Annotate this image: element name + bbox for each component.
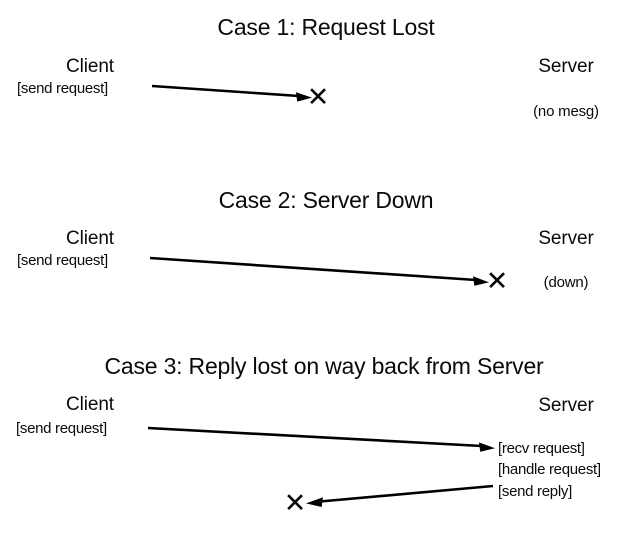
case-1-request-arrow (151, 84, 312, 102)
case-3-server-step-recv: [recv request] (498, 440, 585, 457)
case-1-title: Case 1: Request Lost (217, 14, 435, 40)
case-3-server-label: Server (538, 395, 594, 416)
case-3-reply-arrow (306, 484, 494, 507)
case-2-client-label: Client (66, 228, 114, 249)
case-2-client-action: [send request] (17, 252, 108, 269)
case-3-server-step-send-reply: [send reply] (498, 483, 572, 500)
case-2-server-label: Server (538, 228, 594, 249)
case-3-request-arrow (147, 426, 495, 452)
case-1-client-label: Client (66, 56, 114, 77)
case-1-server-note: (no mesg) (533, 103, 599, 120)
case-1-client-action: [send request] (17, 80, 108, 97)
case-3-loss-marker-icon: ✕ (283, 488, 307, 518)
case-2-loss-marker-icon: ✕ (485, 266, 509, 296)
case-1-server-label: Server (538, 56, 594, 77)
case-3-client-label: Client (66, 394, 114, 415)
case-3-client-action: [send request] (16, 420, 107, 437)
case-3-title: Case 3: Reply lost on way back from Serv… (104, 353, 544, 379)
case-2-request-arrow (149, 256, 489, 286)
case-2-server-note: (down) (543, 274, 589, 291)
case-1-loss-marker-icon: ✕ (306, 82, 330, 112)
case-3-server-step-handle: [handle request] (498, 461, 601, 478)
case-2-title: Case 2: Server Down (218, 187, 434, 213)
